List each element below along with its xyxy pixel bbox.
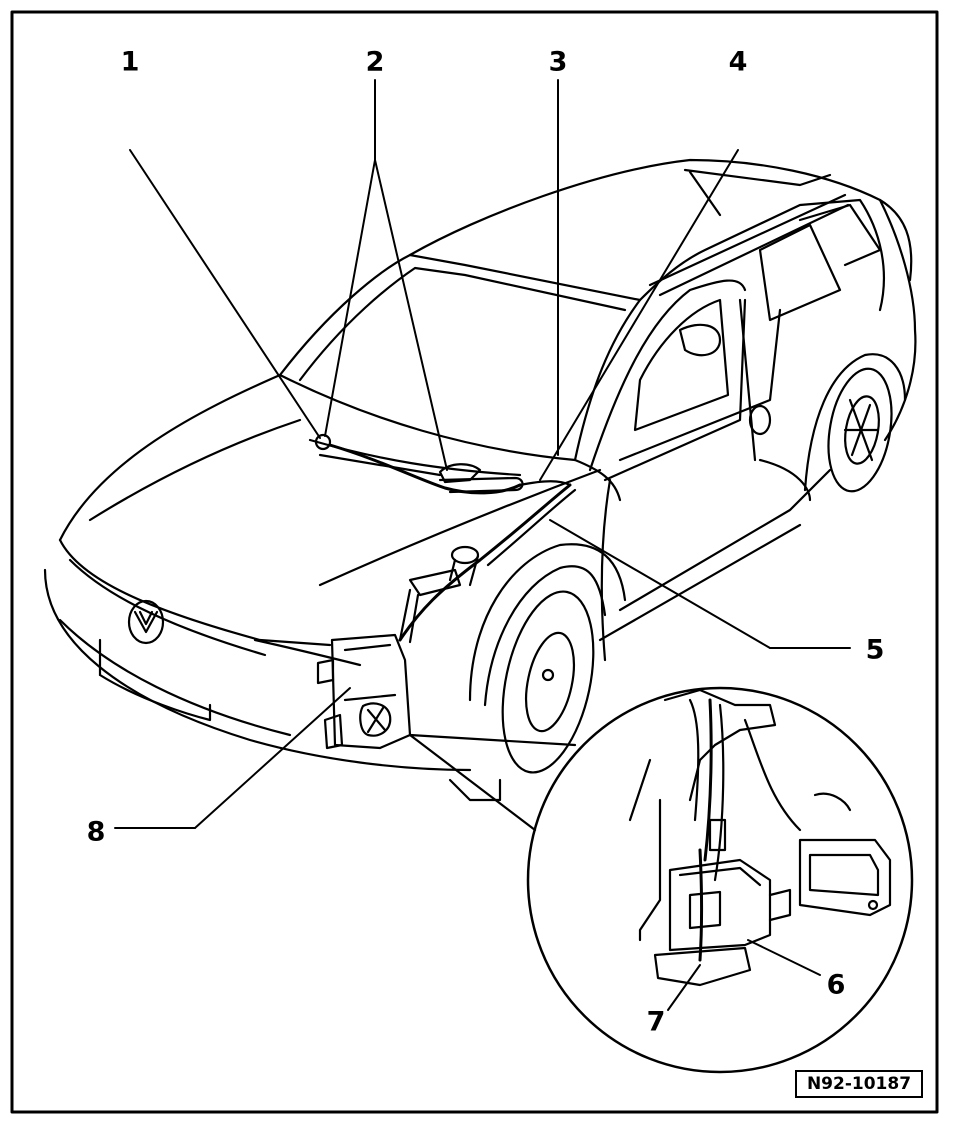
detail-bracket xyxy=(798,838,892,917)
leader-line-5 xyxy=(549,519,771,649)
detail-magnifier xyxy=(408,686,914,1074)
callout-8: 8 xyxy=(86,816,106,848)
rear-wheel xyxy=(827,367,893,493)
brand-emblem xyxy=(127,599,165,645)
callout-4: 4 xyxy=(728,46,748,78)
leader-lines xyxy=(114,79,851,1011)
leader-line-1 xyxy=(129,149,321,439)
leader-line-8 xyxy=(194,687,351,829)
leader-line-7 xyxy=(667,964,701,1011)
callout-6: 6 xyxy=(826,969,846,1001)
callout-1: 1 xyxy=(120,46,140,78)
car-body xyxy=(43,158,917,802)
washer-reservoir xyxy=(330,633,412,750)
figure-reference-code: N92-10187 xyxy=(795,1070,923,1098)
washer-system xyxy=(314,433,577,750)
callout-7: 7 xyxy=(646,1006,666,1038)
leader-line-2a xyxy=(324,159,376,437)
leader-line-6 xyxy=(747,939,821,976)
front-wheel xyxy=(501,590,595,774)
leader-line-2b xyxy=(374,159,448,471)
callout-5: 5 xyxy=(865,634,885,666)
leader-line-4 xyxy=(539,149,739,481)
callout-2: 2 xyxy=(365,46,385,78)
diagram-frame xyxy=(10,10,939,1114)
washer-jet-left xyxy=(314,433,332,451)
detail-circle xyxy=(526,686,914,1074)
callout-3: 3 xyxy=(548,46,568,78)
detail-pump xyxy=(668,858,772,952)
